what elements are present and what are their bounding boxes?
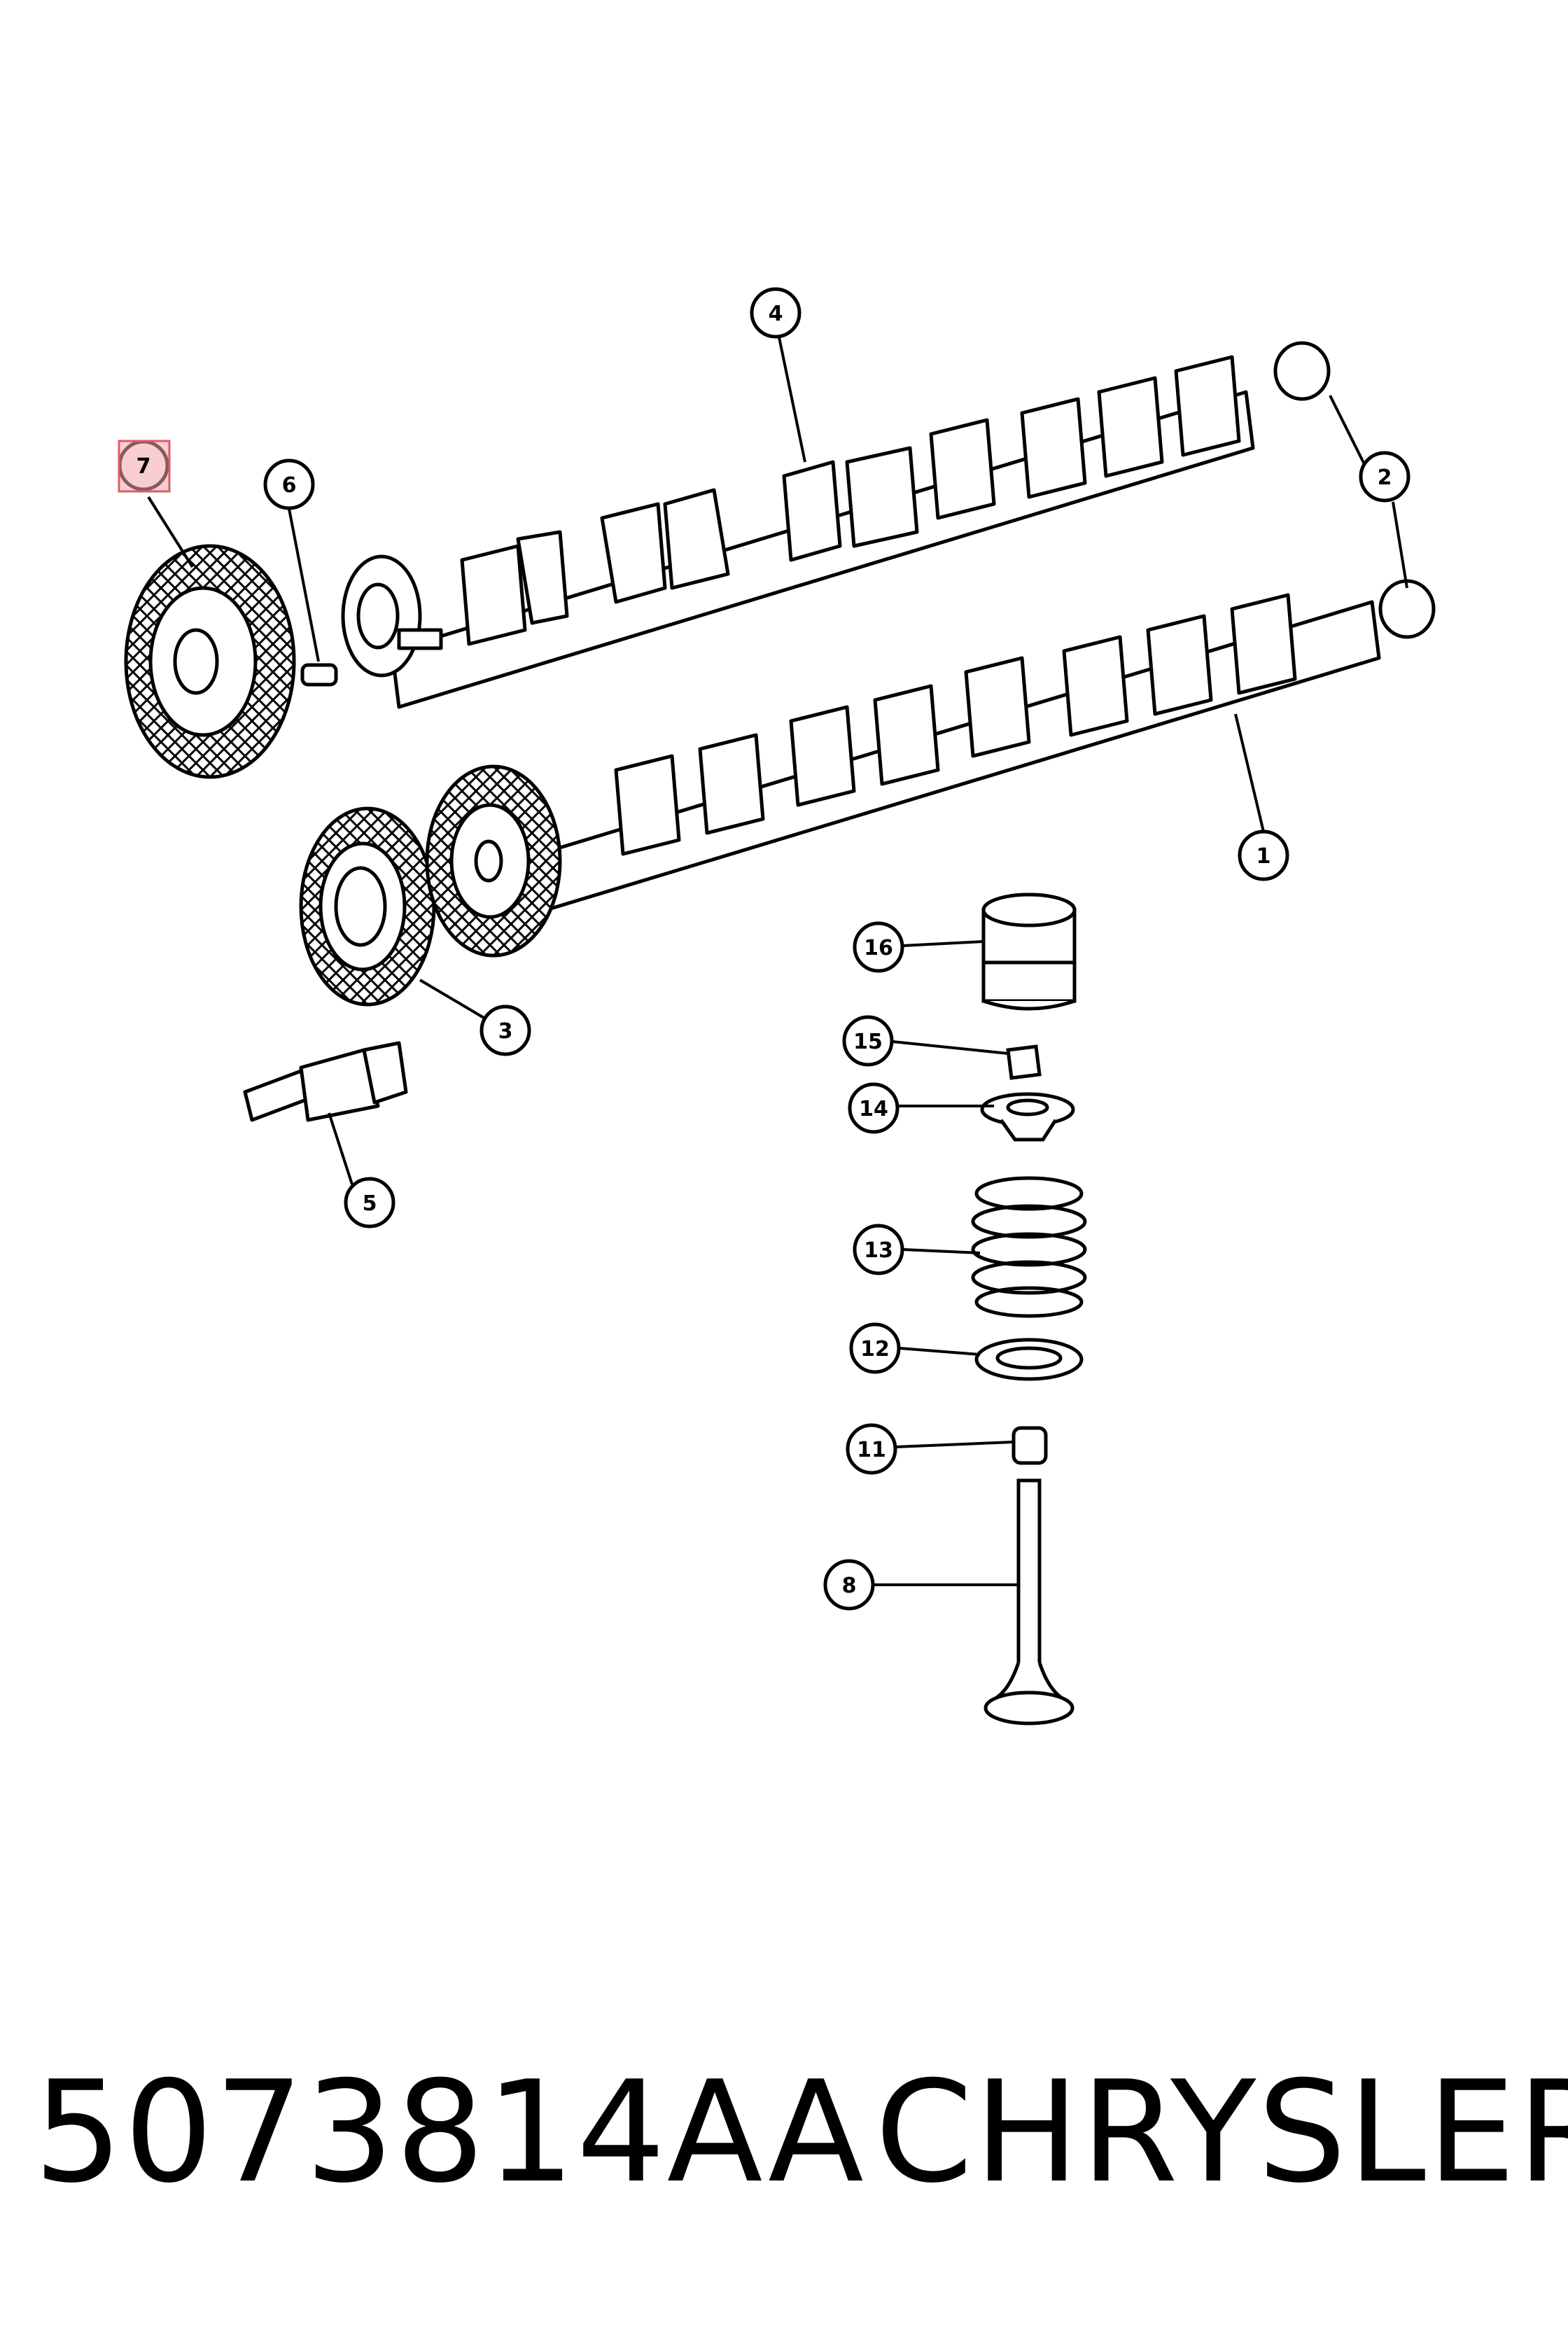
svg-text:5: 5 (363, 1191, 377, 1216)
valve-8 (983, 1478, 1074, 1726)
callout-11: 11 (846, 1423, 897, 1475)
callout-14: 14 (848, 1082, 899, 1134)
gear-on-lower-camshaft (425, 764, 562, 958)
callout-3: 3 (479, 1004, 531, 1056)
callout-4: 4 (750, 287, 802, 339)
valve-keeper-15 (1006, 1044, 1042, 1080)
valve-spring-13 (971, 1176, 1087, 1318)
spring-seat-12 (974, 1338, 1084, 1381)
callout-5: 5 (344, 1177, 396, 1228)
dowel-pin-6 (300, 663, 338, 687)
brand-text: CHRYSLER (875, 2051, 1568, 2214)
svg-text:13: 13 (864, 1238, 893, 1263)
plug-2-lower (1378, 579, 1436, 639)
svg-text:11: 11 (857, 1438, 886, 1462)
callout-1: 1 (1238, 830, 1289, 881)
sensor-5 (243, 1041, 408, 1122)
svg-text:12: 12 (860, 1337, 890, 1362)
svg-text:2: 2 (1378, 465, 1392, 490)
callout-6: 6 (263, 458, 315, 510)
tappet-16 (981, 892, 1077, 1011)
svg-text:1: 1 (1256, 844, 1271, 869)
gear-3 (299, 806, 436, 1007)
callout-12: 12 (849, 1322, 901, 1374)
callout-15: 15 (842, 1015, 894, 1067)
svg-text:6: 6 (282, 473, 297, 498)
spring-retainer-14 (980, 1092, 1075, 1142)
gear-7 (124, 544, 296, 779)
callout-8: 8 (823, 1559, 875, 1611)
svg-text:3: 3 (498, 1019, 513, 1044)
plug-2-upper (1273, 341, 1331, 401)
svg-text:15: 15 (853, 1030, 883, 1054)
svg-text:4: 4 (769, 302, 783, 326)
svg-text:8: 8 (842, 1574, 857, 1598)
upper-camshaft (341, 355, 1255, 709)
callout-7-highlighted: 7 (118, 440, 171, 493)
callout-13: 13 (853, 1224, 904, 1275)
callout-16: 16 (853, 921, 904, 973)
callout-2: 2 (1359, 451, 1410, 503)
valve-seal-11 (1011, 1426, 1048, 1465)
caption-bar: 5073814AA CHRYSLER (0, 2051, 1568, 2261)
svg-text:7: 7 (136, 454, 151, 479)
svg-text:16: 16 (864, 936, 893, 960)
part-number-text: 5073814AA (34, 2051, 865, 2214)
svg-text:14: 14 (859, 1097, 888, 1121)
